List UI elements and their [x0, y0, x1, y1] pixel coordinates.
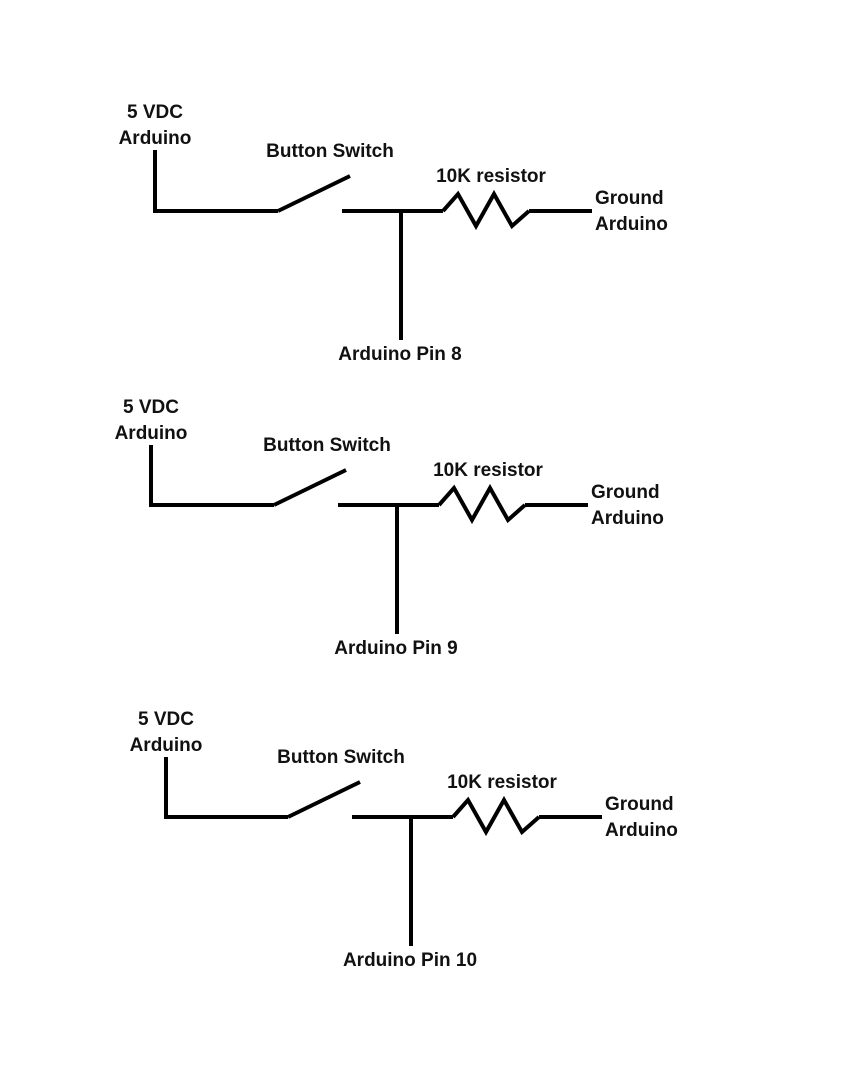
- supply-label-line2: Arduino: [130, 735, 203, 756]
- circuit-pin-9: 5 VDC Arduino Button Switch 10K resistor…: [115, 397, 664, 659]
- pin-label: Arduino Pin 10: [343, 950, 477, 971]
- switch-blade: [277, 174, 351, 213]
- switch-label: Button Switch: [266, 141, 394, 162]
- supply-label-line2: Arduino: [115, 423, 188, 444]
- resistor-label: 10K resistor: [447, 772, 557, 793]
- switch-label: Button Switch: [263, 435, 391, 456]
- switch-label: Button Switch: [277, 747, 405, 768]
- resistor-symbol: [451, 795, 541, 837]
- supply-label-line2: Arduino: [119, 128, 192, 149]
- resistor-symbol: [441, 189, 531, 231]
- ground-label-line1: Ground: [595, 188, 664, 209]
- ground-label-line2: Arduino: [595, 214, 668, 235]
- resistor-label: 10K resistor: [436, 166, 546, 187]
- supply-label-line1: 5 VDC: [123, 397, 179, 418]
- supply-label-line1: 5 VDC: [127, 102, 183, 123]
- supply-wire: [149, 445, 274, 507]
- ground-label-line1: Ground: [591, 482, 660, 503]
- circuit-pin-10: 5 VDC Arduino Button Switch 10K resistor…: [130, 709, 678, 971]
- switch-blade: [273, 468, 347, 507]
- pin-label: Arduino Pin 9: [334, 638, 458, 659]
- pin-label: Arduino Pin 8: [338, 344, 462, 365]
- supply-wire: [164, 757, 288, 819]
- supply-wire: [153, 150, 278, 213]
- switch-blade: [287, 780, 361, 819]
- supply-label-line1: 5 VDC: [138, 709, 194, 730]
- ground-label-line1: Ground: [605, 794, 674, 815]
- circuit-pin-8: 5 VDC Arduino Button Switch 10K resistor…: [119, 102, 668, 365]
- ground-label-line2: Arduino: [605, 820, 678, 841]
- resistor-label: 10K resistor: [433, 460, 543, 481]
- ground-label-line2: Arduino: [591, 508, 664, 529]
- resistor-symbol: [437, 483, 527, 525]
